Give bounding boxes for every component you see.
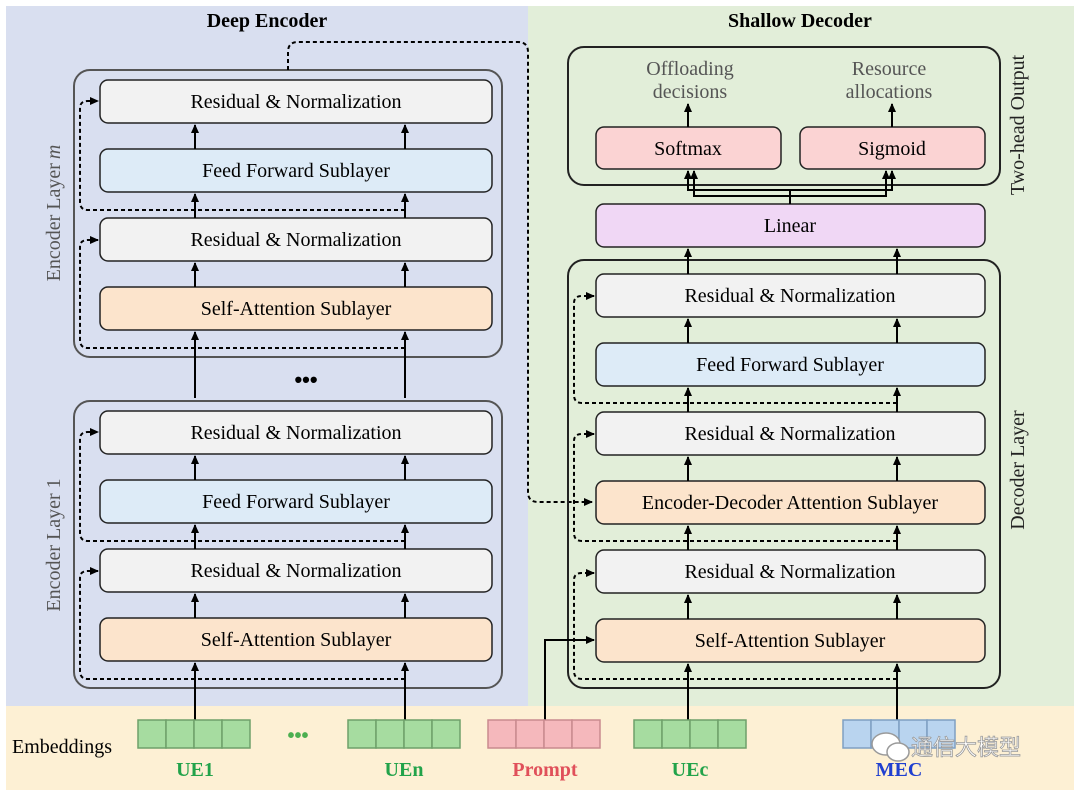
decoder-residual-norm-1-label: Residual & Normalization bbox=[684, 561, 895, 583]
encoder-m-residual-norm-bottom bbox=[99, 217, 493, 262]
sigmoid-label: Sigmoid bbox=[858, 138, 926, 160]
resource-allocations-line2: allocations bbox=[846, 81, 933, 103]
encoder-m-feed-forward-label: Feed Forward Sublayer bbox=[202, 160, 390, 182]
chat-bubble-icon bbox=[871, 732, 910, 762]
output-head-arrows bbox=[684, 103, 896, 204]
two-head-output-label: Two-head Output bbox=[1007, 54, 1029, 195]
embedding-ue1 bbox=[137, 719, 251, 749]
encoder-title: Deep Encoder bbox=[207, 10, 328, 32]
embedding-prompt bbox=[487, 719, 601, 749]
encoder-1-feed-forward bbox=[99, 479, 493, 524]
encoder-m-residual-norm-bottom-label: Residual & Normalization bbox=[190, 229, 401, 251]
watermark: 通信大模型 bbox=[871, 732, 1021, 762]
decoder-title: Shallow Decoder bbox=[728, 10, 872, 32]
decoder-residual-paths bbox=[573, 292, 897, 680]
decoder-layer-label: Decoder Layer bbox=[1007, 410, 1029, 530]
encoder-layer-1-frame bbox=[73, 400, 503, 689]
resource-allocations-line1: Resource bbox=[852, 58, 927, 80]
softmax-label: Softmax bbox=[654, 138, 722, 160]
decoder-residual-norm-2 bbox=[595, 411, 986, 456]
decoder-feed-forward-label: Feed Forward Sublayer bbox=[696, 354, 884, 376]
encoder-1-feed-forward-label: Feed Forward Sublayer bbox=[202, 491, 390, 513]
decoder-residual-norm-3 bbox=[595, 273, 986, 318]
encoder-ellipsis: ••• bbox=[294, 367, 317, 392]
offloading-decisions-line1: Offloading bbox=[646, 58, 733, 80]
decoder-arrows bbox=[544, 248, 901, 720]
encoder-m-feed-forward bbox=[99, 148, 493, 193]
decoder-residual-norm-3-label: Residual & Normalization bbox=[684, 285, 895, 307]
embedding-uen bbox=[347, 719, 461, 749]
decoder-self-attention bbox=[595, 618, 986, 663]
embedding-ellipsis: ••• bbox=[287, 725, 308, 747]
decoder-feed-forward bbox=[595, 342, 986, 387]
embedding-ue1-label: UE1 bbox=[176, 759, 214, 781]
two-head-output-frame bbox=[567, 46, 1001, 186]
encoder-m-residual-norm-top-label: Residual & Normalization bbox=[190, 91, 401, 113]
embedding-uec-label: UEc bbox=[672, 759, 709, 781]
encoder-m-self-attention-label: Self-Attention Sublayer bbox=[201, 298, 392, 320]
decoder-enc-dec-attention-label: Encoder-Decoder Attention Sublayer bbox=[642, 492, 939, 514]
embeddings-label: Embeddings bbox=[12, 736, 112, 758]
decoder-residual-norm-1 bbox=[595, 549, 986, 594]
embedding-uen-label: UEn bbox=[385, 759, 424, 781]
embedding-uec bbox=[633, 719, 747, 749]
encoder-decoder-connection bbox=[287, 41, 593, 506]
decoder-residual-norm-2-label: Residual & Normalization bbox=[684, 423, 895, 445]
encoder-layer-m-label: Encoder Layerm bbox=[43, 145, 65, 282]
decoder-self-attention-label: Self-Attention Sublayer bbox=[695, 630, 886, 652]
encoder-m-self-attention bbox=[99, 286, 493, 331]
encoder-1-self-attention-label: Self-Attention Sublayer bbox=[201, 629, 392, 651]
encoder-1-arrows bbox=[191, 455, 409, 720]
offloading-decisions-line2: decisions bbox=[653, 81, 728, 103]
decoder-layer-frame bbox=[567, 259, 1001, 689]
encoder-1-residual-norm-bottom-label: Residual & Normalization bbox=[190, 560, 401, 582]
linear-label: Linear bbox=[764, 215, 817, 237]
encoder-1-residual-norm-top-label: Residual & Normalization bbox=[190, 422, 401, 444]
encoder-m-arrows bbox=[191, 124, 409, 398]
encoder-1-residual-norm-bottom bbox=[99, 548, 493, 593]
embedding-mec-label: MEC bbox=[876, 759, 923, 781]
encoder-layer-1-label: Encoder Layer 1 bbox=[43, 478, 65, 611]
encoder-1-residual-norm-top bbox=[99, 410, 493, 455]
embedding-prompt-label: Prompt bbox=[512, 759, 578, 781]
watermark-text: 通信大模型 bbox=[911, 735, 1021, 760]
encoder-m-residual-norm-top bbox=[99, 79, 493, 124]
encoder-1-self-attention bbox=[99, 617, 493, 662]
decoder-enc-dec-attention bbox=[595, 480, 986, 525]
